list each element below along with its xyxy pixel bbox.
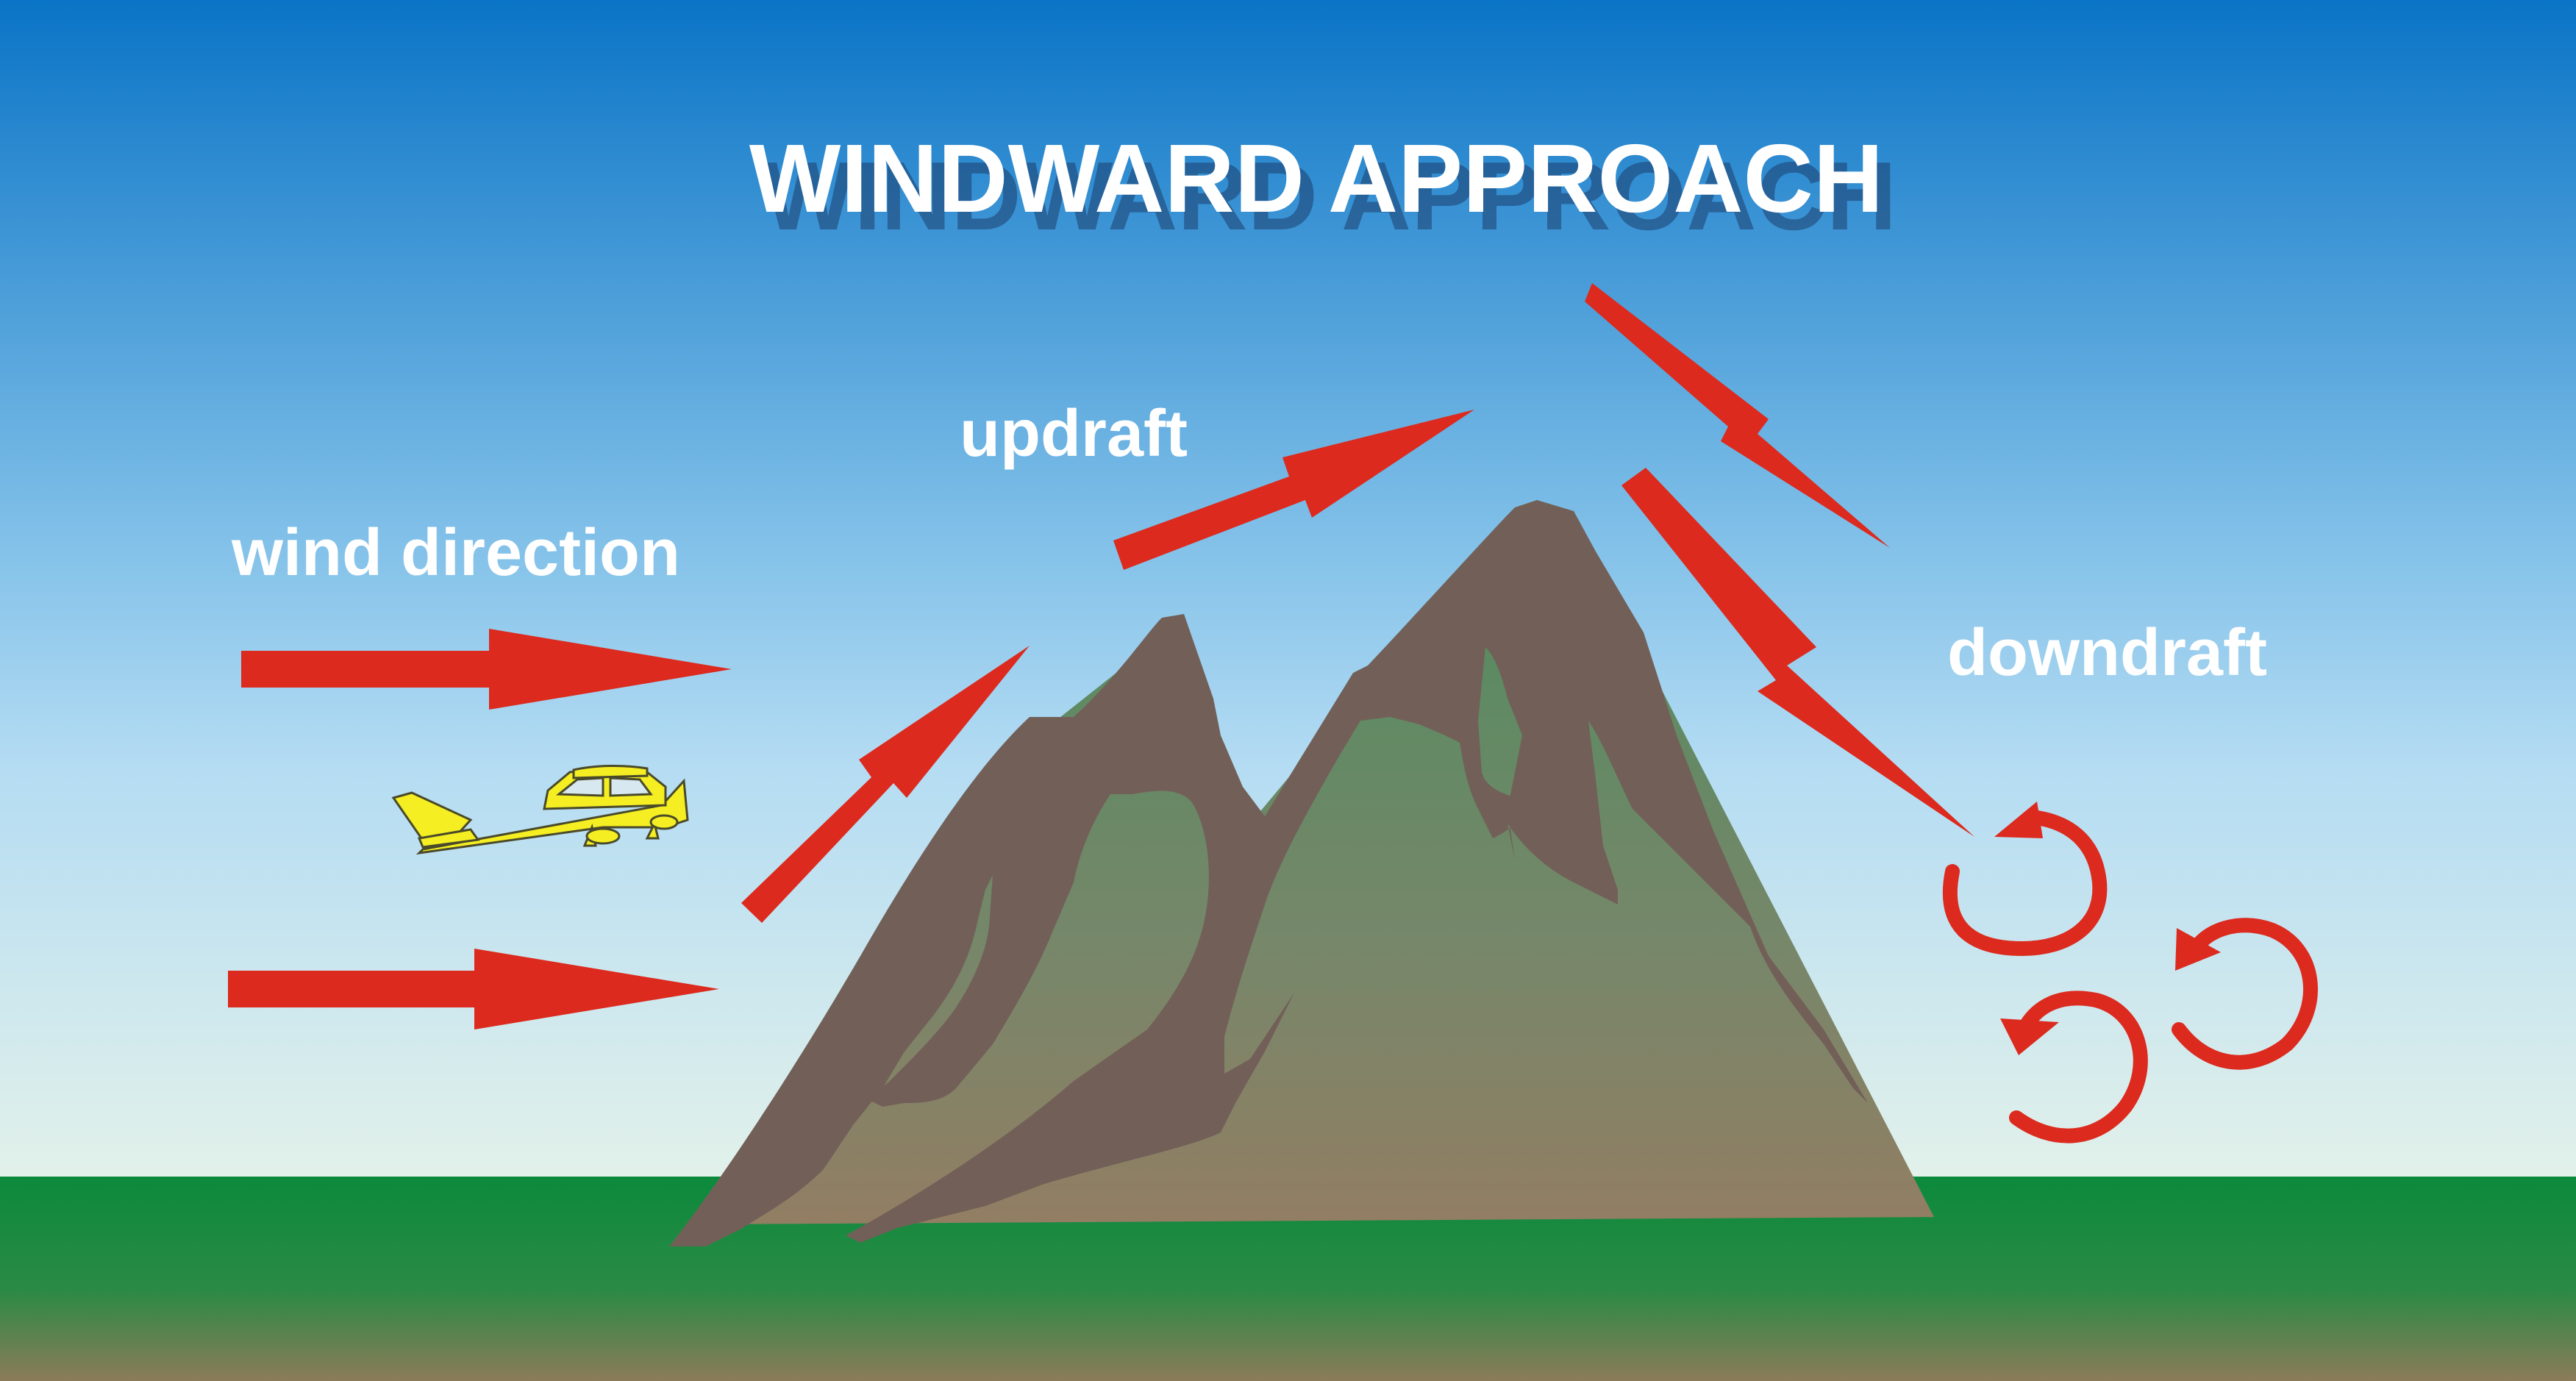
airplane-wheel (649, 814, 679, 830)
wind-arrow-icon (228, 949, 719, 1029)
airplane-stabilizer (417, 828, 480, 849)
airplane-icon (391, 764, 689, 855)
turbulence-swirl-icon (2172, 918, 2318, 1070)
airplane-wing (572, 764, 649, 779)
turbulence-swirl-icon (1942, 802, 2108, 957)
updraft-label: updraft (960, 397, 1188, 471)
wind-direction-label: wind direction (231, 516, 680, 590)
updraft-arrow-icon (1113, 410, 1474, 570)
downdraft-label: downdraft (1947, 616, 2267, 690)
downdraft-arrow-icon (1621, 468, 1974, 837)
turbulence (1942, 802, 2318, 1143)
downdraft-arrow-icon (1585, 283, 1890, 548)
title-shadow: WINDWARD APPROACH (763, 142, 1897, 250)
downdraft-arrows (1585, 283, 1974, 837)
wind-arrows (228, 629, 732, 1029)
diagram-title: WINDWARD APPROACH (749, 124, 1883, 232)
mountain-rock (669, 500, 1868, 1246)
turbulence-swirl-icon (2000, 991, 2148, 1143)
wind-arrow-icon (241, 629, 732, 710)
airplane-wheel (585, 827, 621, 845)
airplane-windows (555, 777, 653, 797)
mountain (669, 500, 1934, 1246)
updraft-arrow-icon (741, 646, 1030, 923)
updraft-arrows (741, 410, 1474, 923)
